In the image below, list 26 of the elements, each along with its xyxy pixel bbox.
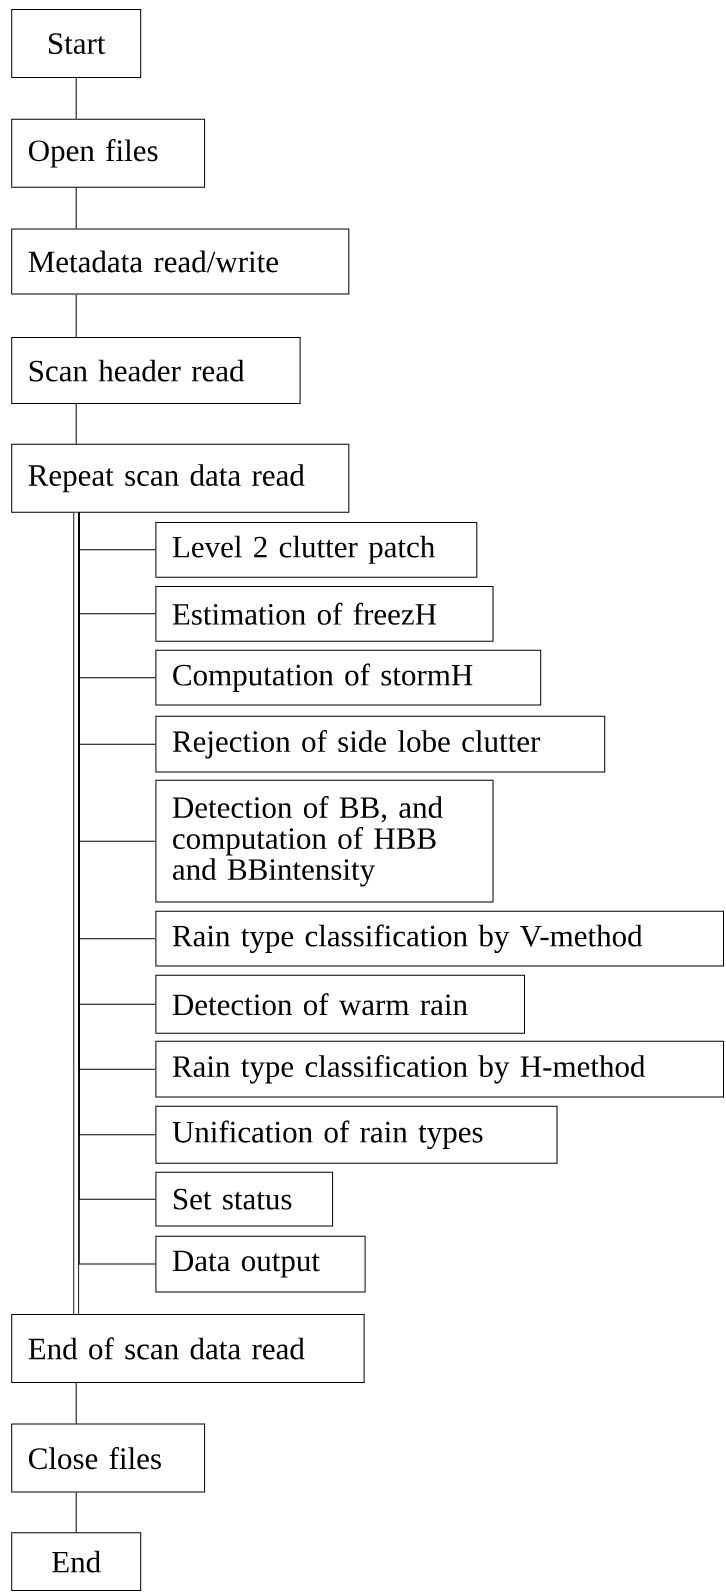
process-box: Level 2 clutter patch — [155, 521, 478, 578]
process-box: Estimation of freezH — [155, 585, 494, 642]
process-box: Close files — [11, 1423, 206, 1493]
process-box: Data output — [155, 1235, 366, 1293]
process-box: Rejection of side lobe clutter — [155, 715, 606, 773]
process-box: Detection of warm rain — [155, 974, 525, 1034]
connector-line — [75, 187, 77, 229]
process-box: Rain type classification by H-method — [155, 1040, 724, 1098]
connector-line — [75, 77, 77, 120]
connector-line — [75, 403, 77, 445]
process-box: End — [11, 1532, 142, 1592]
connector-line — [75, 294, 77, 338]
process-box: End of scan data read — [11, 1313, 365, 1383]
process-box: Set status — [155, 1171, 334, 1227]
process-box: Detection of BB, and computation of HBB and BBintensity — [155, 779, 494, 903]
connector-line — [75, 1382, 77, 1425]
process-box: Open files — [11, 118, 206, 188]
process-box: Start — [11, 9, 142, 79]
process-box: Rain type classification by V-method — [155, 910, 724, 967]
process-box: Metadata read/write — [11, 228, 350, 295]
connector-line — [75, 1492, 77, 1533]
process-box: Computation of stormH — [155, 649, 542, 706]
process-box: Unification of rain types — [155, 1105, 558, 1164]
process-box: Scan header read — [11, 337, 301, 405]
process-box: Repeat scan data read — [11, 443, 350, 513]
double-line — [73, 512, 80, 1314]
